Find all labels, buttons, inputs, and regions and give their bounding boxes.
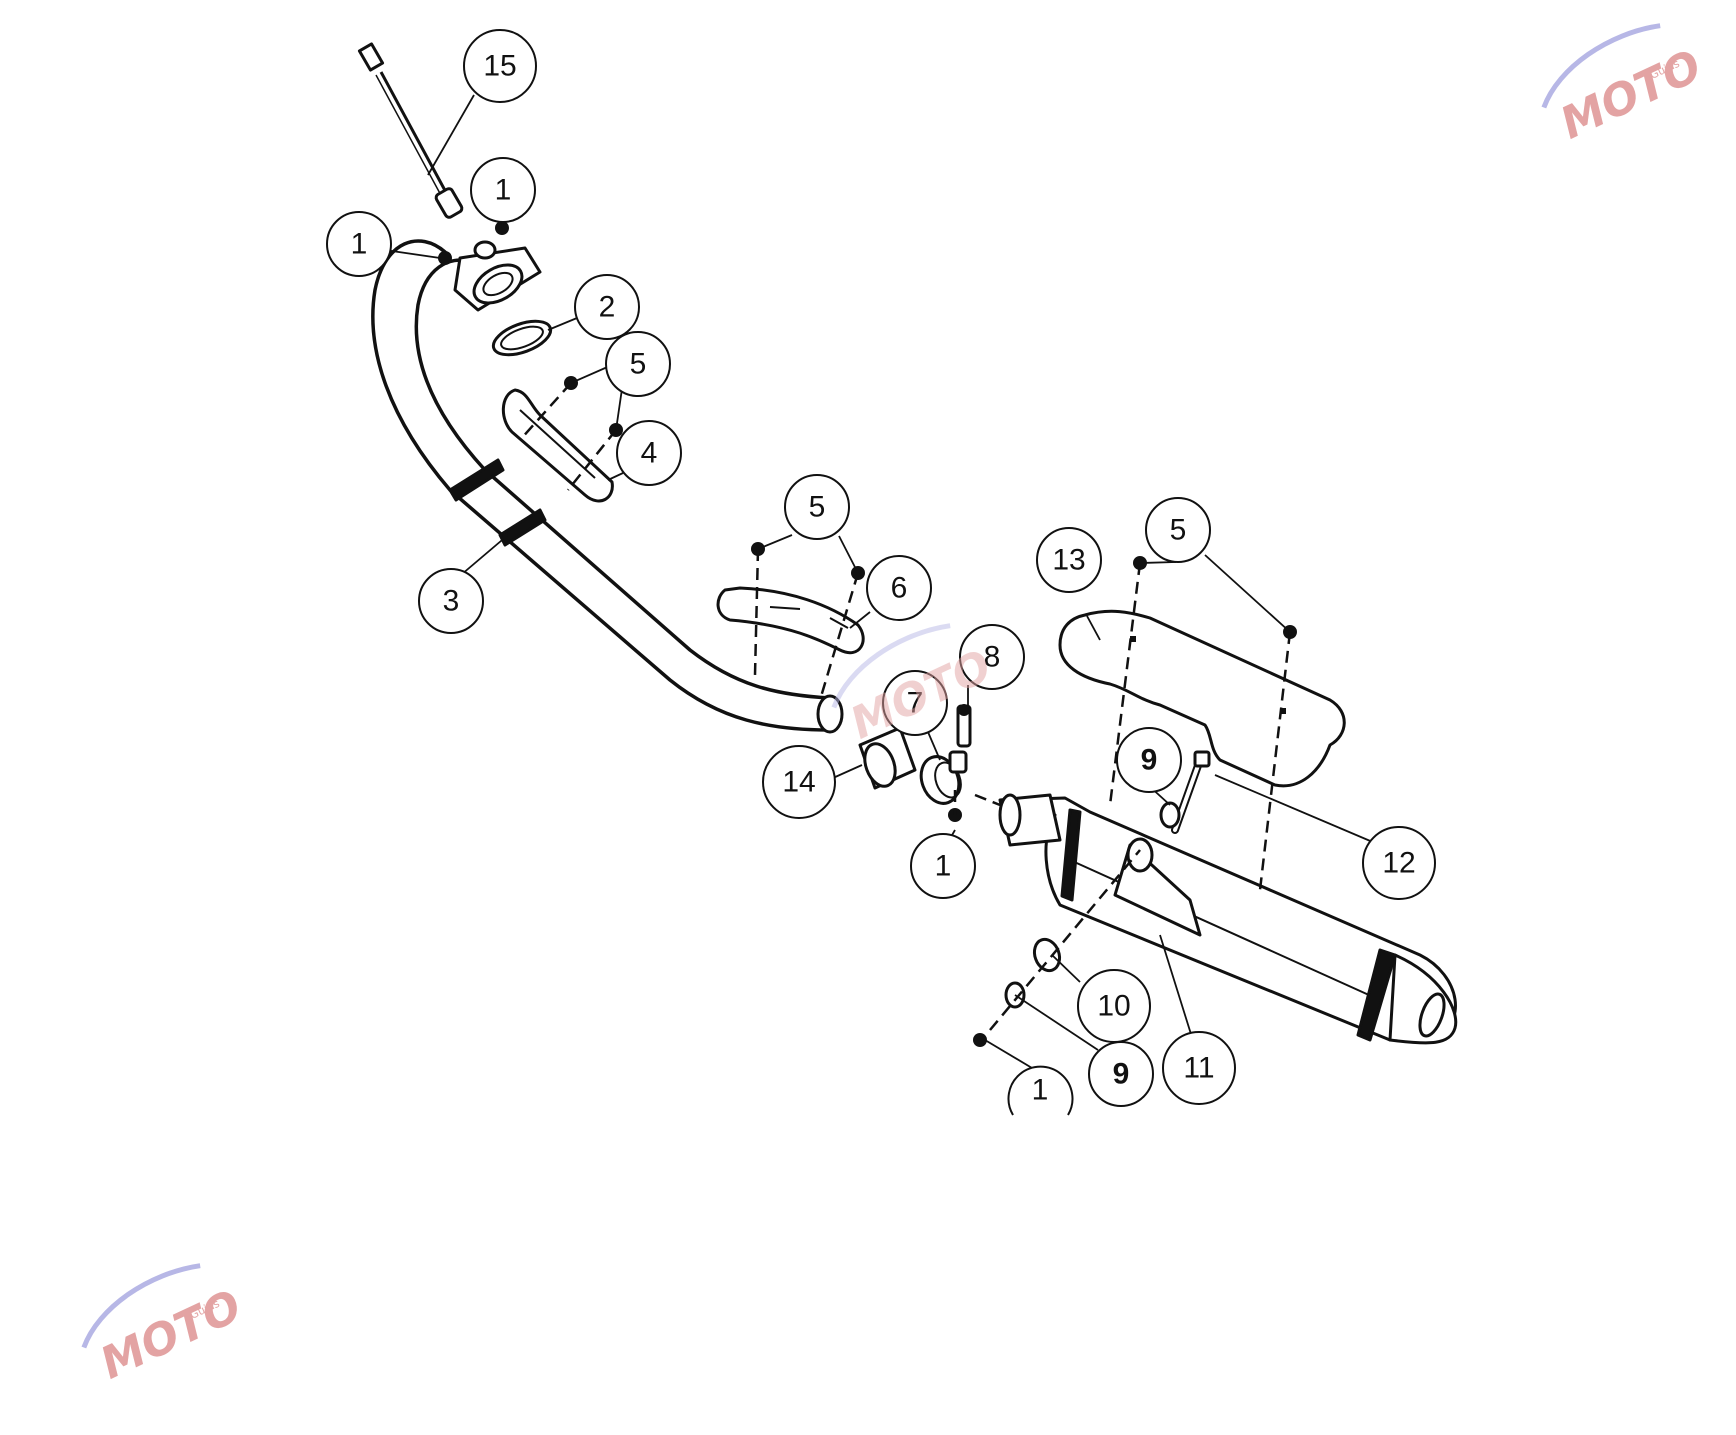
part-clamp <box>919 750 968 805</box>
watermark-logo-top-right: MOTO Guids <box>1541 23 1709 149</box>
callout-label: 8 <box>984 641 1001 674</box>
callout-label: 6 <box>891 572 908 605</box>
callout-label: 5 <box>630 348 647 381</box>
assembly-dash-lines <box>519 382 1292 1031</box>
callout-label: 11 <box>1183 1052 1214 1085</box>
callout-label: 5 <box>809 491 826 524</box>
part-header-heat-shield <box>501 388 614 503</box>
callout-label: 1 <box>1032 1074 1049 1107</box>
callout-label: 3 <box>443 585 460 618</box>
callout-label: 2 <box>599 291 616 324</box>
callout-12: 12 <box>1362 826 1436 900</box>
callout-13: 13 <box>1036 527 1102 593</box>
callout-9-upper: 9 <box>1116 727 1182 793</box>
callout-label: 7 <box>907 687 924 720</box>
callout-1-top: 1 <box>470 157 536 223</box>
callout-label: 9 <box>1141 744 1158 777</box>
callout-5-mid: 5 <box>784 474 850 540</box>
callout-label: 1 <box>935 850 952 883</box>
part-mid-heat-shield <box>716 586 865 654</box>
callout-8: 8 <box>959 624 1025 690</box>
callout-label: 9 <box>1113 1058 1130 1091</box>
watermark-brand: MOTO <box>1553 40 1709 149</box>
callout-14: 14 <box>762 745 836 819</box>
callout-label: 5 <box>1170 514 1187 547</box>
callout-7: 7 <box>882 670 948 736</box>
callout-10: 10 <box>1077 969 1151 1043</box>
watermark-logo-bottom-left: MOTO Guids <box>81 1263 249 1389</box>
part-muffler <box>998 793 1458 1045</box>
callout-11: 11 <box>1162 1031 1236 1105</box>
callout-label: 10 <box>1097 990 1130 1023</box>
callout-9-lower: 9 <box>1088 1041 1154 1107</box>
part-oxygen-sensor <box>357 42 464 219</box>
callout-label: 13 <box>1052 544 1085 577</box>
callout-5-right: 5 <box>1145 497 1211 563</box>
callout-1-bottom: 1 <box>1007 1065 1074 1116</box>
part-clamp-bolt <box>956 704 972 748</box>
callout-label: 14 <box>782 766 815 799</box>
callout-label: 1 <box>351 228 368 261</box>
watermark-brand: MOTO <box>93 1280 249 1389</box>
callout-2: 2 <box>574 274 640 340</box>
part-connector-sleeve <box>858 726 917 790</box>
part-spacer <box>1032 937 1062 973</box>
callout-4: 4 <box>616 420 682 486</box>
callout-3: 3 <box>418 568 484 634</box>
callout-15: 15 <box>463 29 537 103</box>
callout-1-left: 1 <box>326 211 392 277</box>
callout-1-middle: 1 <box>910 833 976 899</box>
callout-6: 6 <box>866 555 932 621</box>
callout-5-upper: 5 <box>605 331 671 397</box>
callout-label: 1 <box>495 174 512 207</box>
callout-label: 12 <box>1382 847 1415 880</box>
part-washers <box>1004 801 1181 1009</box>
callout-label: 15 <box>483 50 516 83</box>
callout-label: 4 <box>641 437 658 470</box>
part-gasket <box>491 319 553 357</box>
